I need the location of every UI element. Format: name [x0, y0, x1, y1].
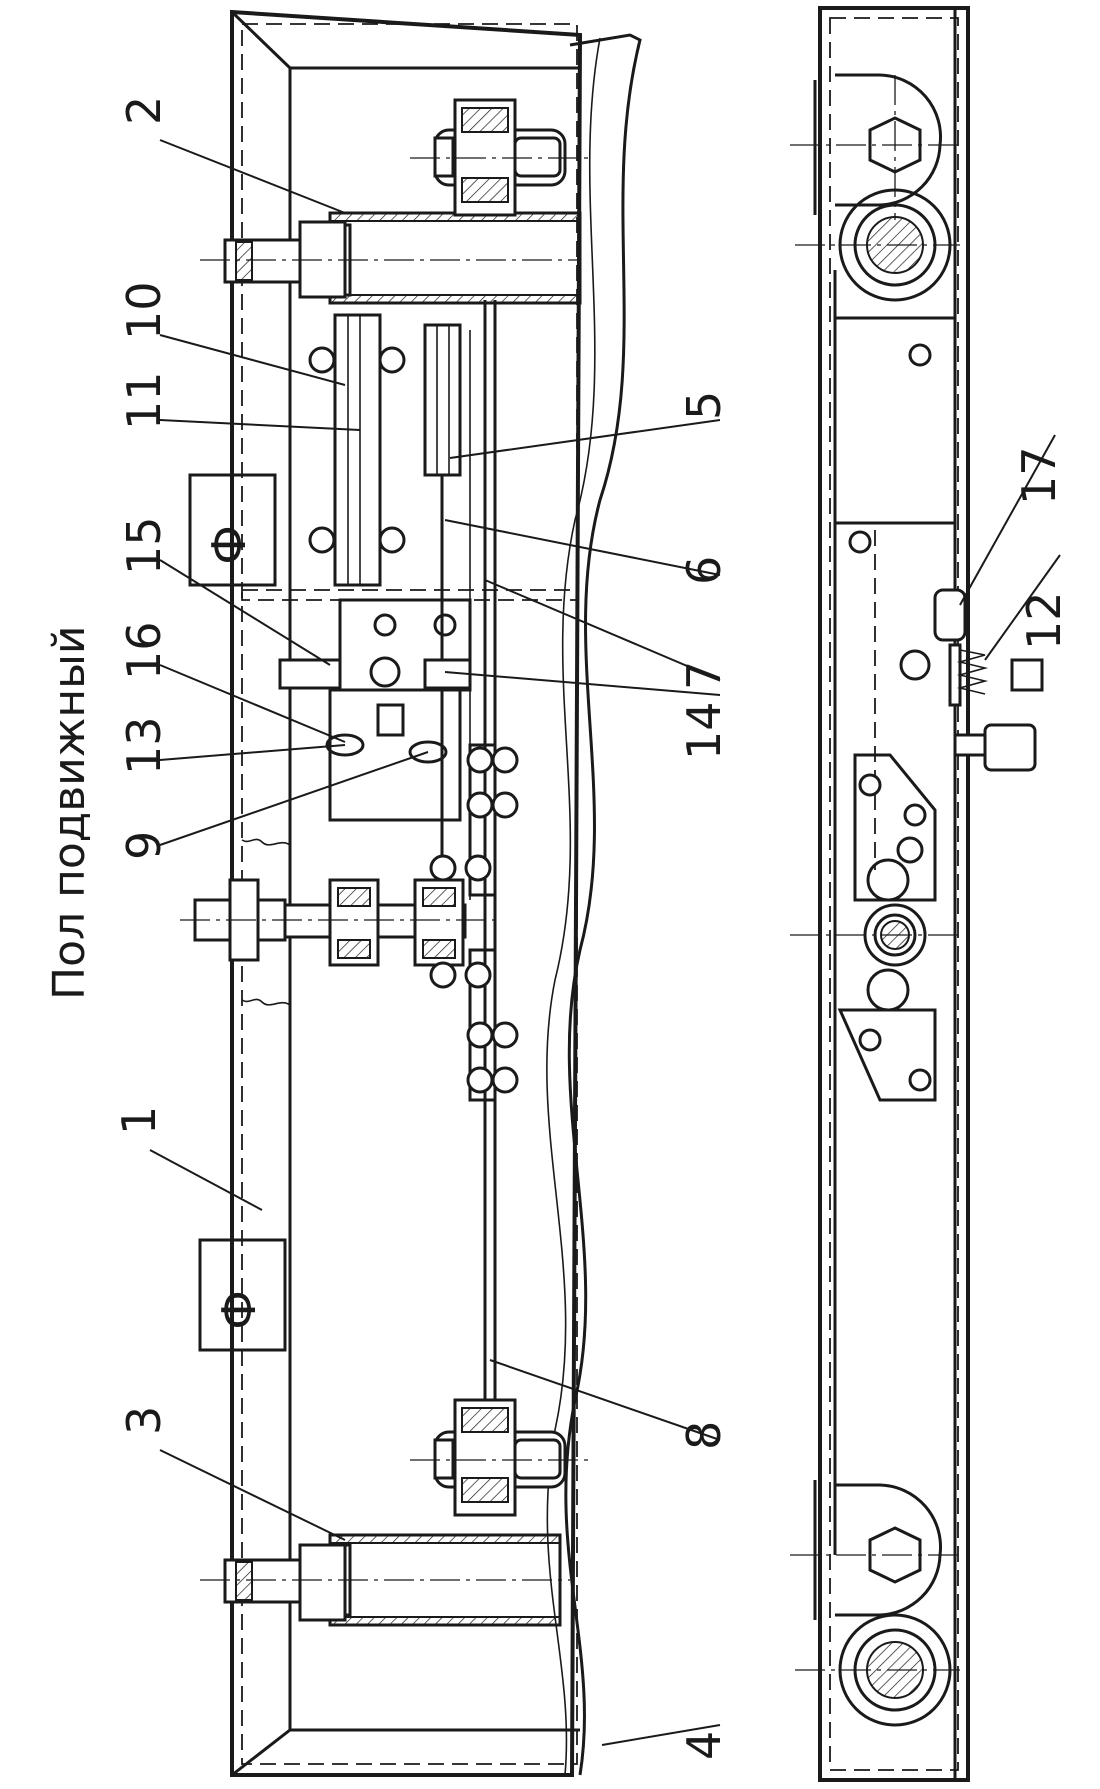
- svg-text:Ф: Ф: [202, 525, 256, 565]
- callout-1: 1: [112, 1106, 263, 1211]
- pad-upper: Ф: [188, 473, 277, 587]
- main-view: Ф Ф: [180, 9, 642, 1777]
- svg-text:8: 8: [677, 1421, 731, 1450]
- svg-text:3: 3: [117, 1406, 171, 1435]
- callout-5: 5: [449, 391, 731, 459]
- callout-8: 8: [489, 1359, 731, 1450]
- svg-text:13: 13: [117, 716, 171, 775]
- svg-text:6: 6: [677, 556, 731, 585]
- lever-upper: [429, 743, 519, 897]
- svg-text:1: 1: [112, 1106, 166, 1135]
- svg-text:Ф: Ф: [212, 1290, 266, 1330]
- callout-6: 6: [444, 519, 731, 585]
- svg-text:14: 14: [677, 701, 731, 760]
- pad-lower: Ф: [198, 1238, 287, 1352]
- svg-text:11: 11: [117, 371, 171, 430]
- callout-7: 7: [484, 579, 731, 690]
- callout-12: 12: [984, 554, 1071, 661]
- svg-text:10: 10: [117, 281, 171, 340]
- callout-13: 13: [117, 716, 346, 775]
- svg-text:4: 4: [677, 1731, 731, 1760]
- svg-text:17: 17: [1012, 446, 1066, 505]
- svg-text:5: 5: [677, 391, 731, 420]
- callout-2: 2: [117, 96, 346, 214]
- callout-3: 3: [117, 1406, 346, 1541]
- lever-lower: [429, 948, 519, 1102]
- callout-11: 11: [117, 371, 361, 431]
- callout-9: 9: [117, 751, 429, 860]
- floor-plate: [564, 33, 642, 1776]
- svg-text:2: 2: [117, 96, 171, 125]
- callout-15: 15: [117, 516, 331, 666]
- svg-text:15: 15: [117, 516, 171, 575]
- drawing-title: Пол подвижный: [44, 626, 95, 1001]
- callout-4: 4: [601, 1724, 731, 1760]
- callout-16: 16: [117, 621, 346, 743]
- svg-text:7: 7: [677, 661, 731, 690]
- bearing-bottom: [410, 1398, 590, 1517]
- callout-17: 17: [959, 434, 1066, 606]
- svg-text:12: 12: [1017, 591, 1071, 650]
- svg-text:16: 16: [117, 621, 171, 680]
- callout-14: 14: [444, 671, 731, 760]
- bearing-top: [410, 98, 590, 217]
- side-view: [790, 6, 1044, 1782]
- callout-10: 10: [117, 281, 346, 386]
- svg-text:9: 9: [117, 831, 171, 860]
